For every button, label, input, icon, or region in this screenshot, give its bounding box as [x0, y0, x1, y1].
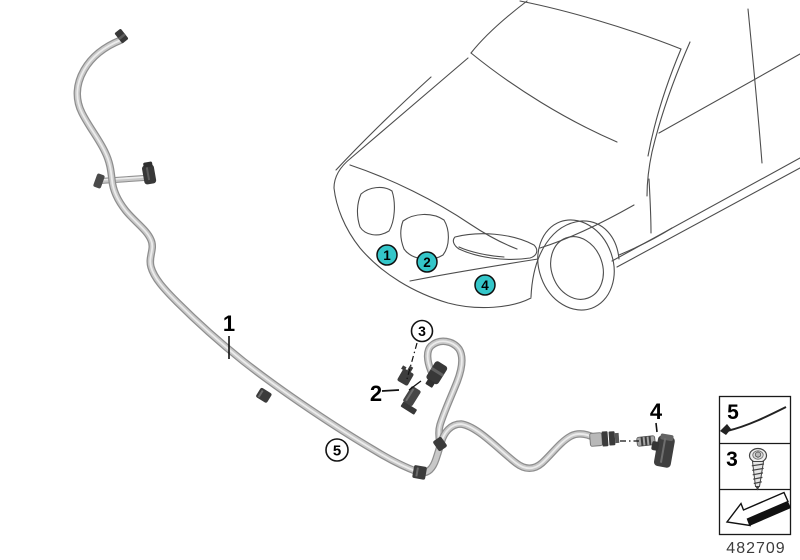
branch-tee-fitting	[93, 173, 105, 189]
car-marker-1-label: 1	[383, 248, 391, 263]
legend-box: 5 3	[718, 395, 792, 536]
leader-lines	[228, 336, 658, 442]
car-b-pillar-line	[747, 8, 763, 164]
bumper-crease-line	[409, 258, 539, 282]
legend-row-screw[interactable]: 3	[726, 447, 768, 491]
washer-pump-part4	[636, 433, 675, 468]
hose-tip-connector	[114, 29, 129, 44]
car-marker-2-label: 2	[423, 255, 431, 270]
pump-body	[651, 433, 675, 468]
car-roof-line	[519, 0, 682, 50]
hose-junction-band	[433, 437, 447, 451]
car-bumper-outline	[333, 187, 532, 309]
hose-loop-section	[423, 337, 466, 447]
car-a-pillar-outer	[646, 41, 691, 197]
legend-row1-label: 5	[727, 401, 739, 424]
leader-fitting-to-nozzle	[408, 380, 422, 391]
hose-main-run	[73, 36, 445, 477]
fender-shoulder-line	[539, 204, 635, 249]
car-belt-line	[658, 53, 800, 134]
car-marker-1[interactable]: 1	[376, 244, 398, 266]
car-marker-4-label: 4	[481, 278, 489, 293]
branch-elbow-connector	[142, 161, 157, 185]
washer-nozzle-part2	[397, 365, 421, 415]
car-marker-2[interactable]: 2	[416, 251, 438, 273]
car-sill-line-lower	[616, 167, 800, 268]
hose-branch-tube	[97, 175, 147, 184]
front-wheel-outer	[537, 219, 615, 311]
kidney-grille-right	[400, 213, 449, 260]
hose-end-connector-right	[589, 431, 620, 447]
callout-part2[interactable]: 2	[370, 381, 382, 406]
car-outline	[333, 0, 800, 311]
dashline-circle3	[406, 342, 418, 380]
hose-fittings	[93, 29, 620, 480]
pump-barb-fitting	[636, 435, 656, 447]
circled-callout-3-label: 3	[418, 323, 426, 339]
car-windshield-left	[470, 0, 528, 54]
car-door-shut-line	[648, 178, 652, 234]
legend-row-cable-tie[interactable]: 5	[720, 401, 787, 435]
callout-part1[interactable]: 1	[223, 311, 235, 336]
circled-callout-5[interactable]: 5	[325, 438, 349, 462]
fender-to-door-line	[618, 227, 673, 256]
car-fender-crease	[335, 76, 432, 171]
direction-arrow-icon	[725, 491, 791, 527]
cable-tie-icon	[720, 406, 787, 435]
leader-part4	[655, 422, 658, 433]
hose-clip-lower	[412, 465, 427, 480]
callout-part4[interactable]: 4	[650, 399, 663, 424]
leader-part2	[381, 389, 400, 392]
front-wheel-inner	[550, 236, 604, 300]
legend-row-arrow[interactable]	[725, 491, 791, 527]
car-marker-4[interactable]: 4	[474, 274, 496, 296]
diagram-number: 482709	[726, 540, 785, 557]
car-cowl-line	[470, 52, 618, 143]
headlight-inner-line	[458, 246, 505, 258]
legend-row2-label: 3	[726, 448, 738, 471]
headlight-outline	[452, 233, 538, 260]
car-a-pillar-inner	[647, 48, 682, 157]
hose-right-run	[437, 420, 599, 472]
hose-clip-middle	[256, 387, 272, 403]
circled-callout-5-label: 5	[333, 443, 341, 460]
car-hood-front-edge	[349, 164, 518, 250]
loop-elbow-fitting	[425, 361, 448, 388]
circled-callout-3[interactable]: 3	[410, 319, 434, 343]
screw-icon	[748, 447, 768, 491]
car-nose-edge	[333, 157, 352, 189]
washer-hose-assembly	[73, 36, 599, 477]
car-hood-line-left	[350, 57, 469, 159]
kidney-grille-left	[356, 186, 395, 236]
